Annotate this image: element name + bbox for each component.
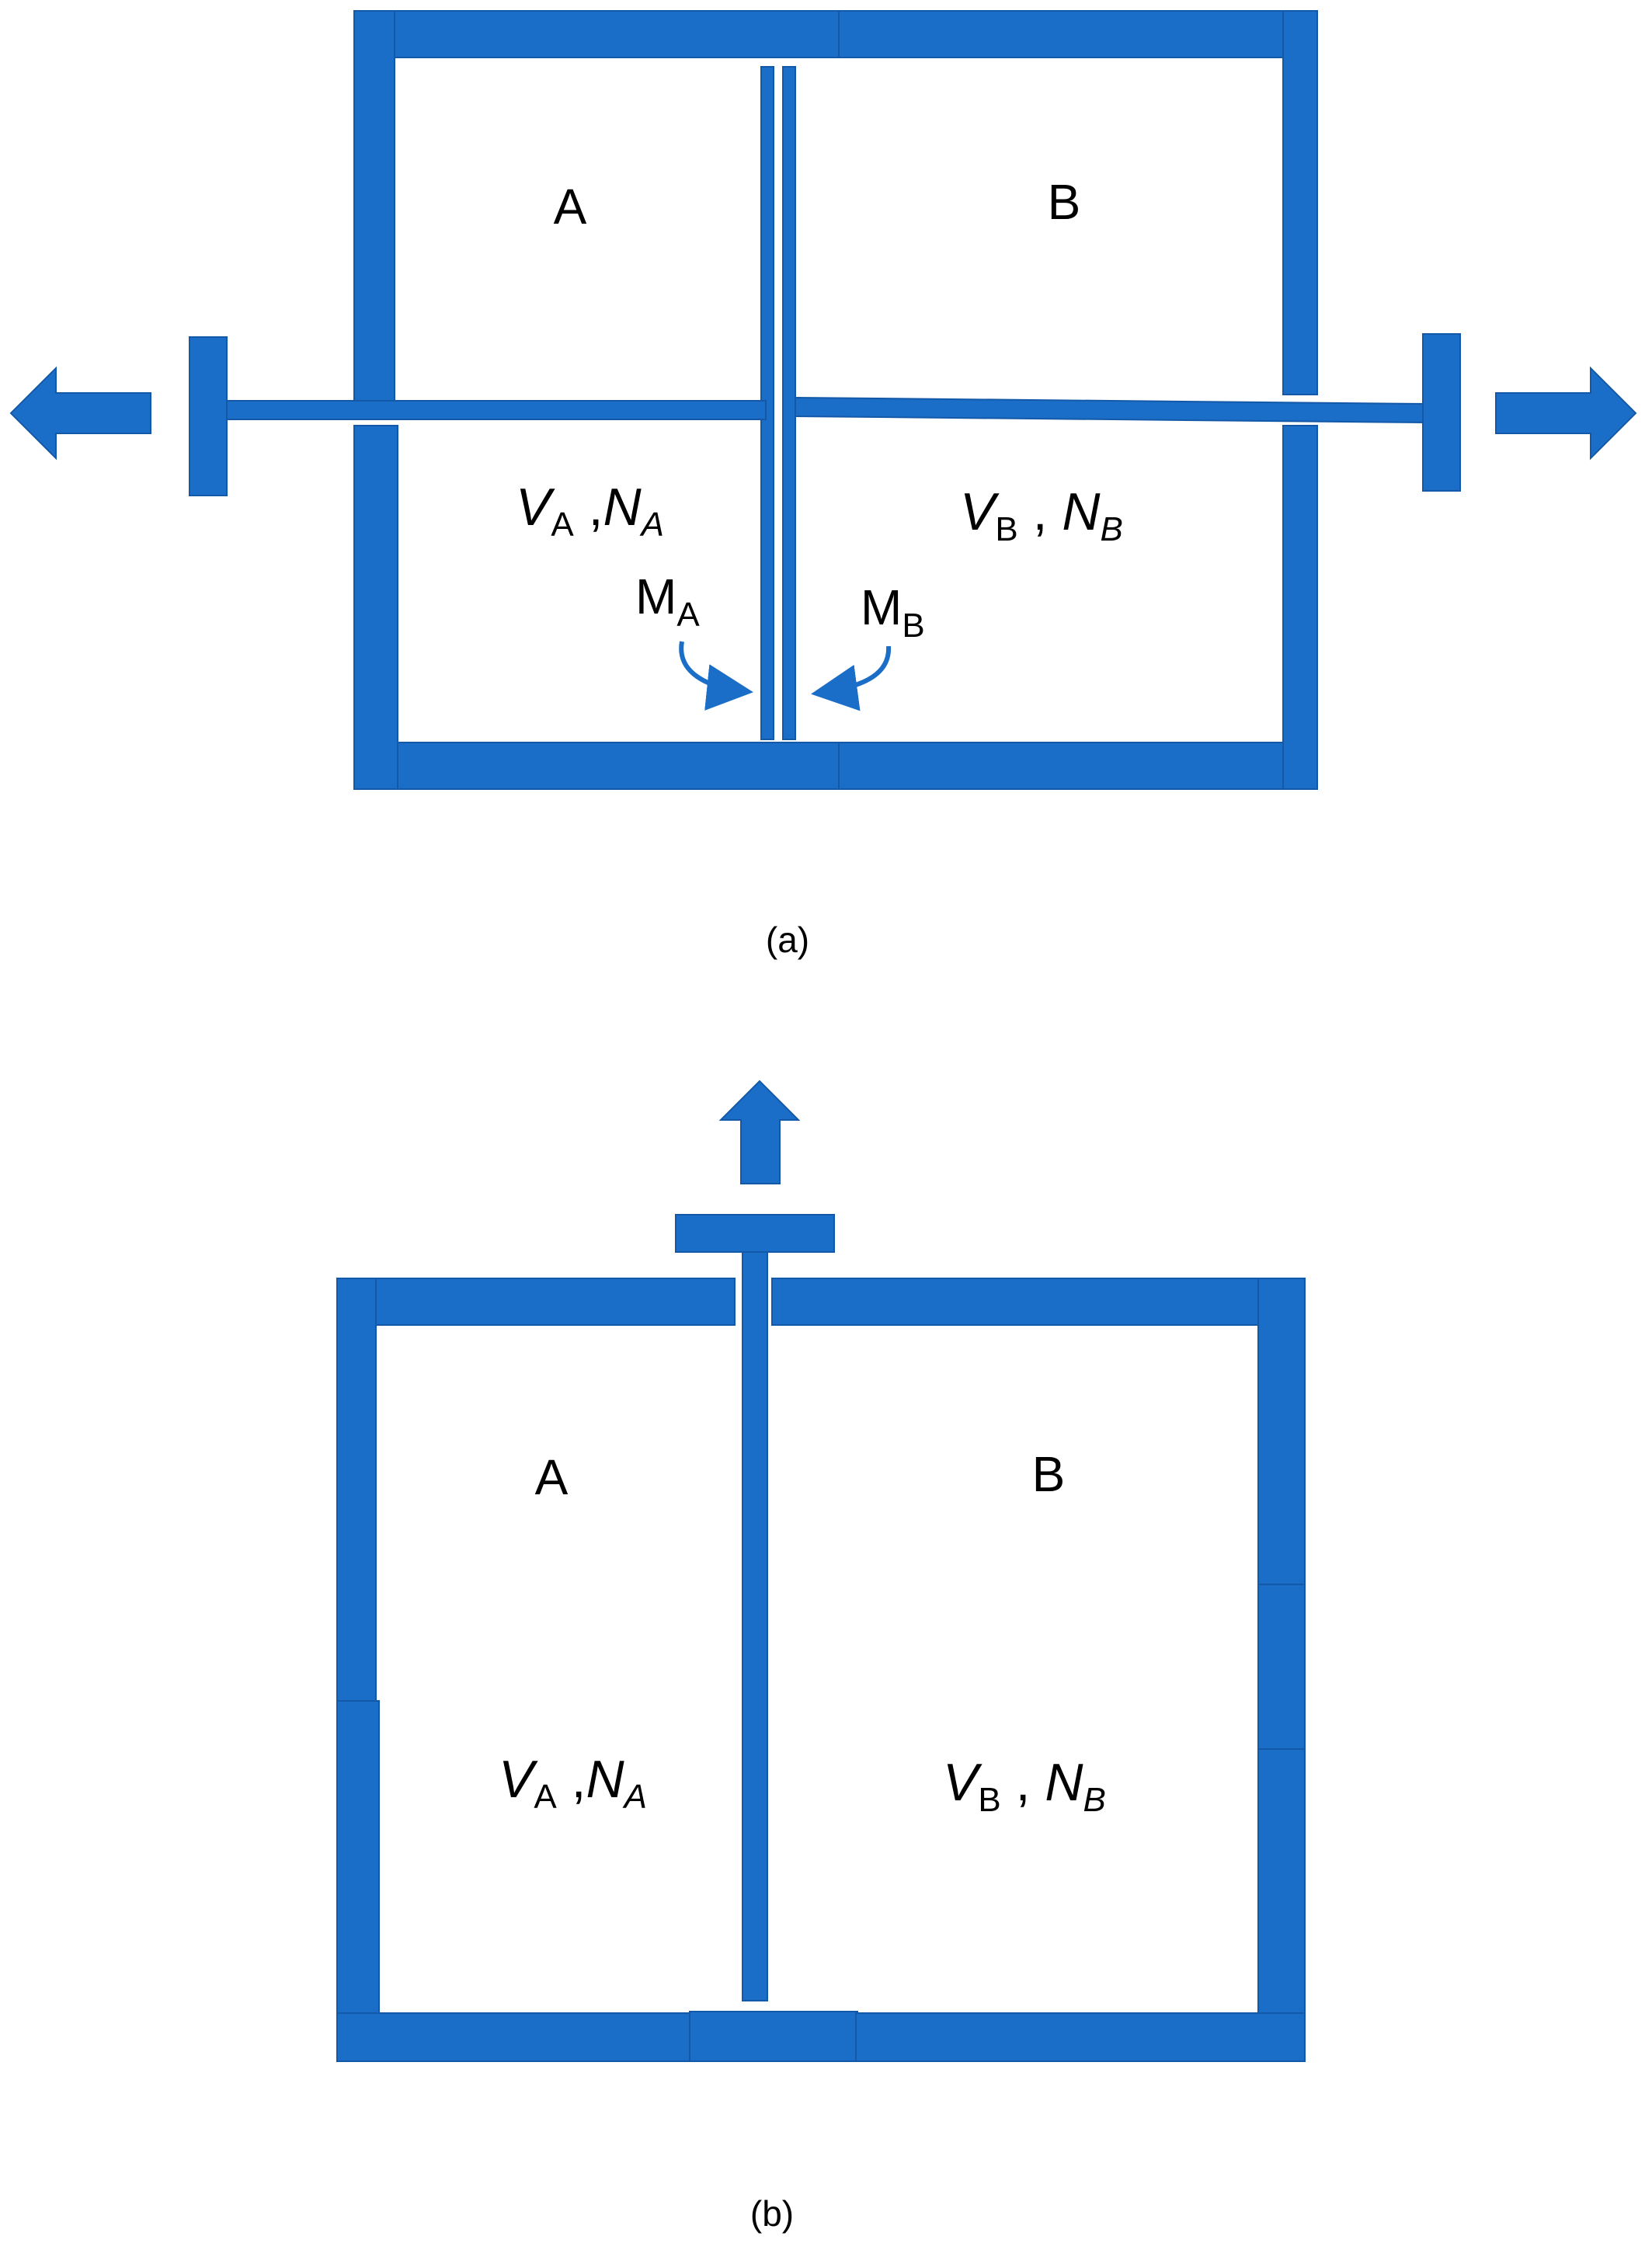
panel-a-chamber-b-label: B xyxy=(1048,174,1081,230)
panel-b-bottom-wall-right xyxy=(855,2012,1306,2062)
panel-b-piston-handle xyxy=(675,1214,835,1253)
panel-a-ma-label: MA xyxy=(635,569,700,634)
panel-a-membrane-right xyxy=(782,66,796,740)
panel-a-bottom-wall-right xyxy=(838,742,1318,790)
panel-a-left-volume-particles-label: VA ,NA xyxy=(516,478,664,544)
panel-b-chamber-a-label: A xyxy=(535,1449,569,1505)
panel-a-right-wall-upper xyxy=(1282,10,1318,395)
panel-a-caption: (a) xyxy=(766,920,809,960)
panel-b-left-wall-upper xyxy=(336,1278,377,1703)
panel-b xyxy=(336,1080,1306,2062)
panel-b-top-wall-right xyxy=(771,1278,1306,1326)
panel-b-right-wall-upper xyxy=(1257,1278,1306,1587)
panel-b-bottom-wall-center xyxy=(689,2011,858,2062)
panel-b-chamber-b-label: B xyxy=(1032,1446,1066,1502)
panel-a-ma-pointer-arrow-icon xyxy=(679,641,753,711)
panel-b-bottom-wall-left xyxy=(336,2012,692,2062)
panel-a-top-wall-right xyxy=(838,10,1318,58)
panel-a-mb-label: MB xyxy=(861,579,925,645)
panel-b-caption: (b) xyxy=(750,2193,794,2234)
panel-b-piston-rod xyxy=(742,1251,768,2001)
panel-b-right-wall-middle xyxy=(1257,1584,1306,1751)
panel-a-left-wall-lower xyxy=(353,425,398,790)
panel-a-left-piston-handle xyxy=(189,336,228,496)
panel-a-right-arrow-icon xyxy=(1495,366,1637,461)
panel-b-up-arrow-icon xyxy=(718,1080,801,1184)
panel-b-top-wall-left xyxy=(336,1278,736,1326)
panel-a-top-wall-left xyxy=(353,10,840,58)
panel-a-right-piston-rod xyxy=(795,396,1425,424)
panel-a-left-wall-upper xyxy=(353,10,395,402)
panel-a-left-piston-rod xyxy=(224,400,767,420)
panel-b-left-wall-lower xyxy=(336,1700,380,2062)
panel-a-right-piston-handle xyxy=(1422,333,1461,492)
panel-a-right-wall-lower xyxy=(1282,425,1318,790)
panel-a-bottom-wall-left xyxy=(353,742,840,790)
panel-a-left-arrow-icon xyxy=(9,366,151,461)
panel-a-right-volume-particles-label: VB , NB xyxy=(960,482,1123,548)
panel-a-chamber-a-label: A xyxy=(554,179,587,235)
panel-b-left-volume-particles-label: VA ,NA xyxy=(499,1750,647,1816)
panel-a-mb-pointer-arrow-icon xyxy=(811,645,892,711)
panel-a xyxy=(9,10,1637,790)
panel-b-right-volume-particles-label: VB , NB xyxy=(943,1753,1106,1819)
panel-b-right-wall-lower xyxy=(1257,1748,1306,2062)
